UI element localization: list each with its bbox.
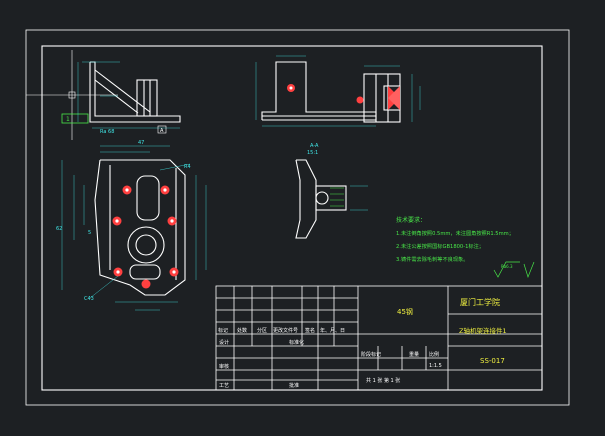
notes-line-2: 2.未注公差按照国标GB1800-1标注； bbox=[396, 242, 484, 250]
section-dims bbox=[350, 185, 368, 211]
section-label: A-A bbox=[310, 143, 319, 149]
weight-label: 重量 bbox=[409, 351, 419, 358]
front-view-dims bbox=[255, 55, 376, 127]
datum-a-label: A bbox=[160, 128, 164, 134]
front-view-centers bbox=[287, 84, 364, 104]
part-name: Z轴机架连接件1 bbox=[459, 326, 507, 335]
rev-header-4: 更改文件号 bbox=[273, 327, 298, 334]
right-side-dims bbox=[364, 65, 421, 122]
main-view-dims bbox=[61, 145, 207, 311]
drawing-number: SS-017 bbox=[480, 357, 505, 365]
rev-header-6: 年、月、日 bbox=[320, 327, 345, 334]
left-side-view-dims bbox=[77, 61, 180, 129]
notes-line-1: 1.未注倒角按照0.5mm，未注圆角按照R1.5mm； bbox=[396, 229, 514, 237]
dim-ra68: Ra 68 bbox=[100, 129, 114, 135]
standard-label: 标准化 bbox=[289, 339, 304, 346]
dim-47: 47 bbox=[138, 140, 144, 146]
rev-header-1: 标记 bbox=[218, 327, 228, 334]
section-scale: 15:1 bbox=[307, 150, 318, 156]
left-side-view bbox=[89, 61, 181, 123]
outer-frame bbox=[25, 29, 570, 406]
scale-value: 1:1.5 bbox=[429, 363, 442, 369]
stage-label: 阶段标记 bbox=[361, 351, 381, 358]
notes-line-3: 3.铸件需去除毛刺等不良现象。 bbox=[396, 255, 468, 263]
design-label: 设计 bbox=[219, 339, 229, 346]
rev-header-3: 分区 bbox=[257, 327, 267, 334]
crosshair-cursor bbox=[26, 50, 118, 140]
front-view bbox=[261, 61, 377, 121]
dim-r4: R4 bbox=[184, 164, 191, 170]
left-tool-box[interactable]: 1 bbox=[61, 113, 89, 124]
main-view bbox=[94, 159, 186, 296]
process-label: 工艺 bbox=[219, 383, 229, 389]
notes-title: 技术要求： bbox=[396, 216, 426, 224]
rev-header-5: 签名 bbox=[305, 327, 315, 334]
sheet-text: 共 1 张 第 1 张 bbox=[366, 377, 400, 384]
scale-label: 比例 bbox=[429, 351, 439, 358]
section-hatch bbox=[330, 187, 344, 207]
right-side-hatch bbox=[388, 86, 400, 110]
main-view-holes bbox=[112, 185, 179, 289]
roughness-label: Ra6.3 bbox=[501, 264, 513, 269]
roughness-symbol bbox=[493, 261, 535, 279]
datum-a-box bbox=[157, 125, 167, 134]
dim-62: 62 bbox=[56, 226, 62, 232]
approve-label: 批准 bbox=[289, 382, 299, 389]
section-view bbox=[295, 159, 347, 239]
dim-5: 5 bbox=[88, 230, 91, 236]
dim-c43: C43 bbox=[84, 296, 94, 302]
title-block bbox=[215, 285, 543, 391]
rev-header-2: 处数 bbox=[237, 327, 247, 334]
left-tool-label: 1 bbox=[66, 116, 70, 123]
school-name: 厦门工学院 bbox=[460, 297, 500, 307]
review-label: 审核 bbox=[219, 363, 229, 370]
material-text: 45钢 bbox=[397, 307, 413, 316]
